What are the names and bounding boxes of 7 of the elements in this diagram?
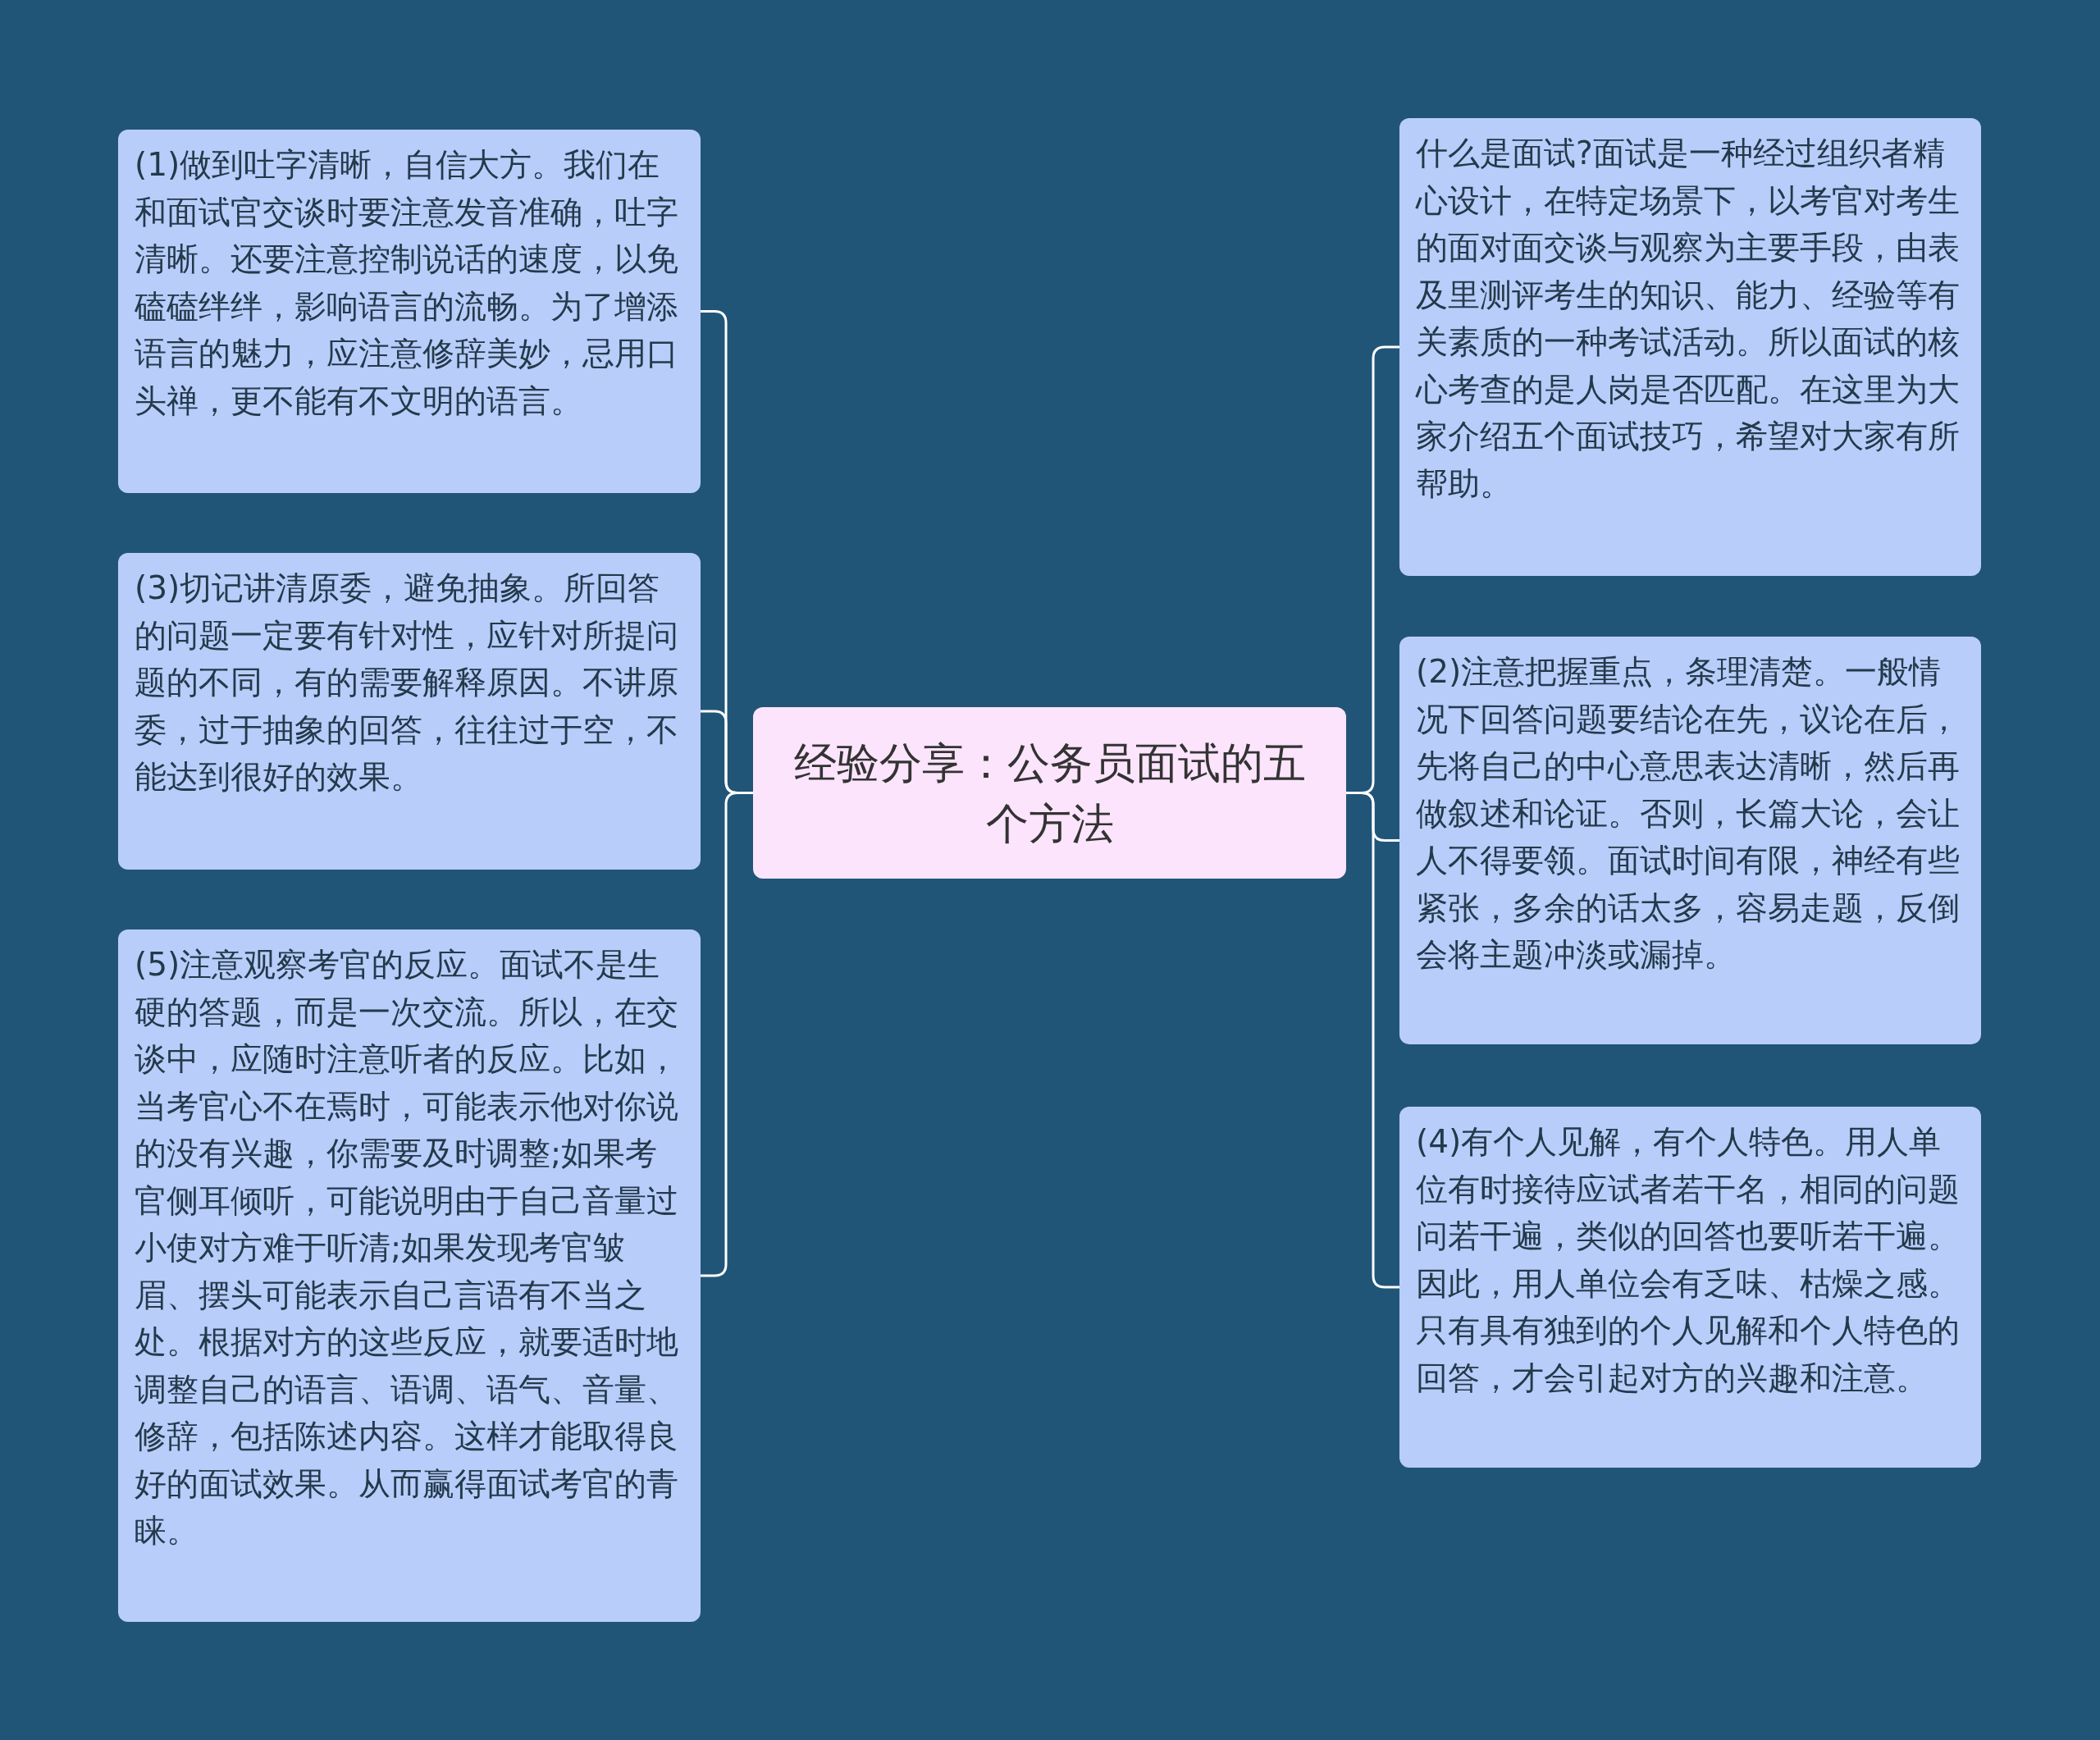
topic-box: (5)注意观察考官的反应。面试不是生硬的答题，而是一次交流。所以，在交谈中，应随时注意听者的反应。比如，当考官心不在焉时，可能表示他对你说的没有兴趣，你需要及时调整;如果考官侧耳倾听，可能说明由于自己音量过小使对方难于听清;如果发现考官皱眉、摆头可能表示自己言语有不当之处。根据对方的这些反应，就要适时地调整自己的语言、语调、语气、音量、修辞，包括陈述内容。这样才能取得良好的面试效果。从而赢得面试考官的青睐。: [118, 929, 701, 1622]
topic-box: (4)有个人见解，有个人特色。用人单位有时接待应试者若干名，相同的问题问若干遍，类似的回答也要听若干遍。因此，用人单位会有乏味、枯燥之感。只有具有独到的个人见解和个人特色的回答，才会引起对方的兴趣和注意。: [1399, 1107, 1981, 1468]
center-topic-box: 经验分享：公务员面试的五个方法: [753, 707, 1346, 879]
topic-box: 什么是面试?面试是一种经过组织者精心设计，在特定场景下，以考官对考生的面对面交谈与观察为主要手段，由表及里测评考生的知识、能力、经验等有关素质的一种考试活动。所以面试的核心考查的是人岗是否匹配。在这里为大家介绍五个面试技巧，希望对大家有所帮助。: [1399, 118, 1981, 576]
topic-box: (2)注意把握重点，条理清楚。一般情况下回答问题要结论在先，议论在后，先将自己的中心意思表达清晰，然后再做叙述和论证。否则，长篇大论，会让人不得要领。面试时间有限，神经有些紧张，多余的话太多，容易走题，反倒会将主题冲淡或漏掉。: [1399, 637, 1981, 1044]
topic-box: (1)做到吐字清晰，自信大方。我们在和面试官交谈时要注意发音准确，吐字清晰。还要注意控制说话的速度，以免磕磕绊绊，影响语言的流畅。为了增添语言的魅力，应注意修辞美妙，忌用口头禅，更不能有不文明的语言。: [118, 130, 701, 493]
topic-box: (3)切记讲清原委，避免抽象。所回答的问题一定要有针对性，应针对所提问题的不同，有的需要解释原因。不讲原委，过于抽象的回答，往往过于空，不能达到很好的效果。: [118, 553, 701, 870]
